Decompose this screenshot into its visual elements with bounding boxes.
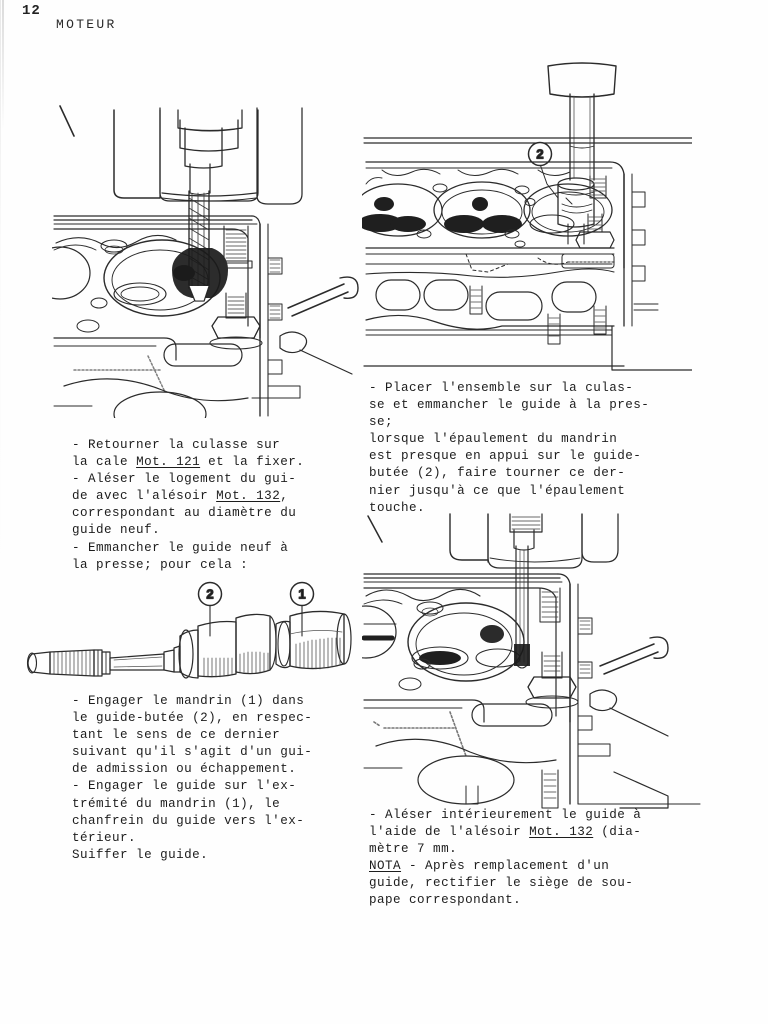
callout-2-figure3: 2 — [206, 587, 213, 602]
figure-ream-guide — [362, 512, 702, 812]
instruction-text-bottom-right: - Aléser intérieurement le guide à l'aid… — [369, 808, 642, 857]
figure-drill-ream — [52, 98, 362, 418]
scan-edge-left — [0, 0, 1, 1024]
nota-text: NOTA - Après remplacement d'un guide, re… — [369, 859, 634, 908]
instruction-text-mid-left: - Engager le mandrin (1) dans le guide-b… — [72, 694, 313, 862]
instruction-text-top-right: - Placer l'ensemble sur la culas- se et … — [369, 381, 650, 515]
callout-1-figure3: 1 — [298, 587, 305, 602]
page-number: 12 — [22, 3, 41, 19]
instruction-text-top-left: - Retourner la culasse sur la cale Mot. … — [72, 438, 305, 572]
figure-mandrel-tool: 1 2 — [22, 578, 362, 686]
scan-edge-mark — [2, 0, 4, 130]
section-title: MOTEUR — [56, 17, 117, 32]
callout-2-figure2: 2 — [536, 147, 543, 162]
figure-press-head: 2 — [362, 58, 692, 376]
